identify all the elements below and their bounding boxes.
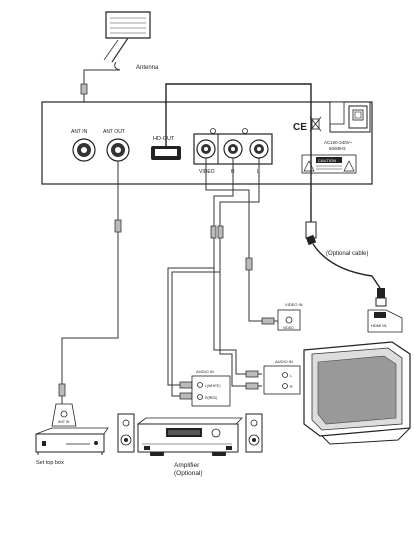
power-rating-line1: AC100-240V~ [324,140,353,145]
hdmi-plug-top [305,221,317,246]
cable-plug [58,383,66,397]
audio-r-cable [213,158,234,230]
video-port-label: VIDEO [283,326,294,330]
weee-bin-icon [309,116,322,132]
antenna-label: Antenna [136,65,159,71]
audio-r-rca-jack [223,139,243,159]
audio-to-amp-r [171,238,221,397]
hdmi-cable-lower [312,243,381,289]
cable-plug [245,382,259,390]
set-top-box [35,403,109,455]
cable-plug [217,225,224,239]
set-top-box-label: Set top box [36,460,64,466]
left-speaker [117,413,135,453]
video-in-label: VIDEO IN [285,302,303,307]
power-rating-line2: 50/60Hz [329,146,347,151]
antenna-plug [80,83,88,95]
ce-mark: CE [293,122,307,133]
cable-plug [245,370,259,378]
audio-l-rca-jack [249,139,269,159]
amp-l-white-label: L(WHITE) [205,384,221,388]
cable-plug [210,225,217,239]
video-label: VIDEO [199,169,215,175]
audio-to-tv-l [213,268,262,375]
video-cable [205,158,278,322]
audio-to-tv-r [219,272,262,387]
cable-plug [179,381,193,389]
right-speaker [245,413,263,453]
ant-out-label: ANT OUT [103,129,125,135]
tv-audio-in-label: AUDIO IN [275,359,293,364]
hdmi-in-label: HDMI IN [371,323,386,328]
indicator-circle-icon [210,128,216,134]
television [303,341,411,445]
stb-ant-in-label: ANT IN [58,420,70,424]
indicator-circle-icon [242,128,248,134]
hdmi-cable [165,83,312,222]
amp-r-red-label: R(RED) [205,396,217,400]
amp-audio-in-label: AUDIO IN [196,369,214,374]
audio-to-amp-l [167,238,215,386]
tv-video-in-panel [277,309,301,331]
caution-label-plate [301,154,357,174]
amplifier-label: Amplifier [174,462,200,469]
tv-l-label: L [290,374,292,378]
optional-cable-label: (Optional cable) [326,251,368,257]
antenna-icon [103,11,151,63]
cable-plug [179,392,193,400]
video-rca-jack [196,139,216,159]
ant-in-jack [72,138,96,162]
caution-text: CAUTION [318,158,336,163]
hdmi-out-port [151,146,181,160]
audio-l-cable [219,158,260,230]
hd-out-label: HD-OUT [153,136,175,142]
amplifier [136,417,243,456]
ant-in-label: ANT IN [71,129,88,135]
tv-audio-in-panel [263,365,301,395]
ant-out-jack [106,138,130,162]
cable-plug [245,257,253,271]
amplifier-optional-label: (Optional) [174,470,203,477]
cable-plug [261,317,275,325]
hdmi-plug-bottom [375,288,387,307]
amp-audio-in-panel [191,375,231,407]
antenna-cable [83,61,121,106]
ant-out-cable [61,161,119,412]
tv-r-label: R [290,385,293,389]
cable-plug [114,219,122,233]
hdmi-in-port-panel [367,309,403,333]
